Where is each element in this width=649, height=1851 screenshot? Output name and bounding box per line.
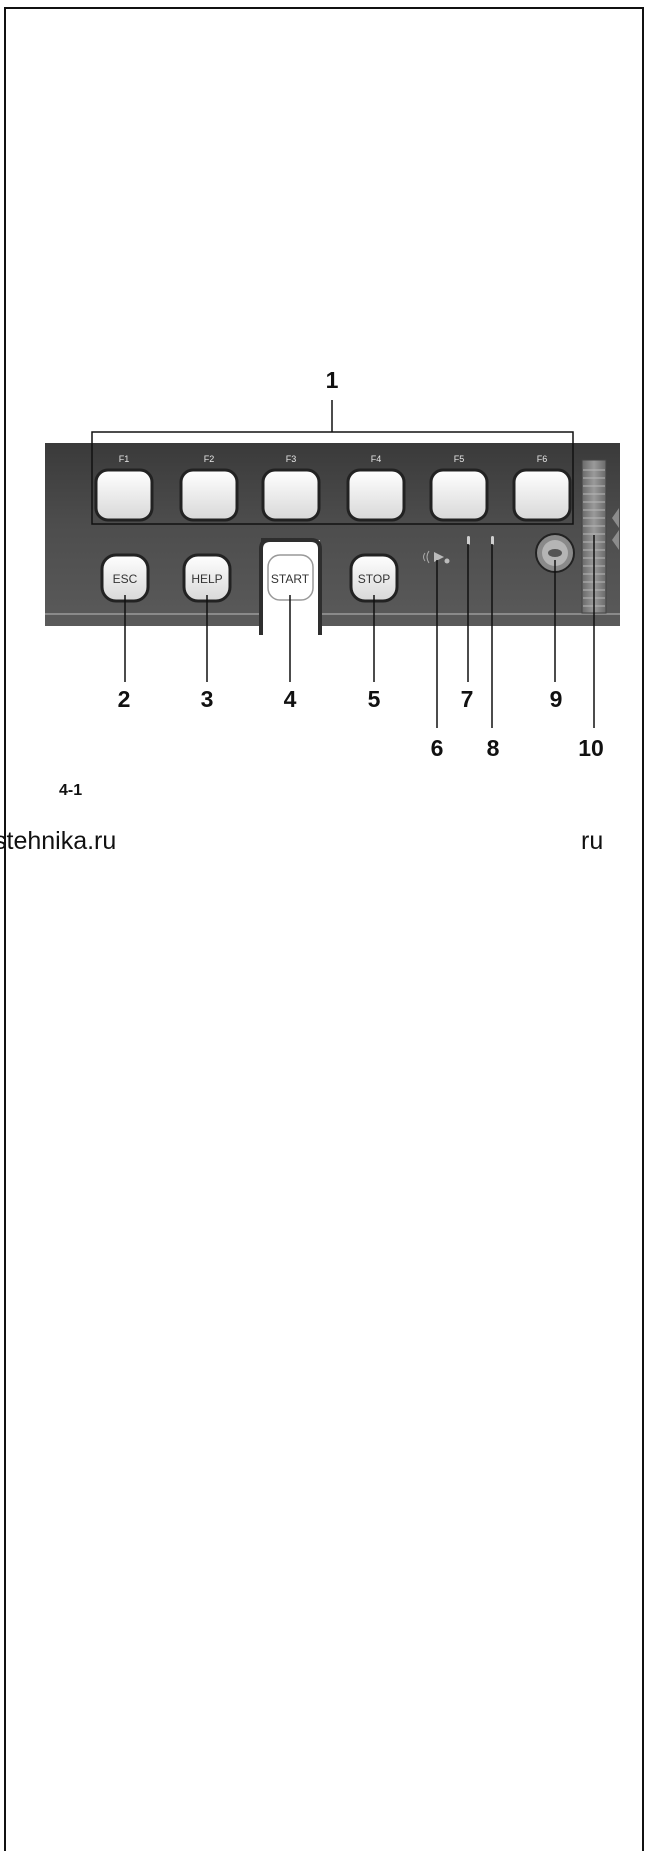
rotary-knob[interactable] xyxy=(535,533,575,573)
f3-label: F3 xyxy=(286,454,297,464)
stop-button[interactable]: STOP xyxy=(349,553,399,603)
slider-up-arrow-icon xyxy=(612,508,619,528)
watermark-left: stehnika.ru xyxy=(0,827,117,855)
sensor-icon xyxy=(423,550,450,564)
callout-3: 3 xyxy=(201,686,214,712)
f6-key[interactable]: F6 xyxy=(512,454,572,522)
callout-2: 2 xyxy=(118,686,131,712)
callout-1: 1 xyxy=(326,367,339,393)
callout-6: 6 xyxy=(431,735,444,761)
help-label: HELP xyxy=(191,572,222,586)
help-button[interactable]: HELP xyxy=(182,553,232,603)
f1-key[interactable]: F1 xyxy=(94,454,154,522)
slider-down-arrow-icon xyxy=(612,530,619,550)
page-frame xyxy=(4,7,644,1851)
led-indicator-1 xyxy=(467,536,470,545)
callout-9: 9 xyxy=(550,686,563,712)
callout-8: 8 xyxy=(487,735,500,761)
start-label: START xyxy=(271,572,310,586)
f4-key[interactable]: F4 xyxy=(346,454,406,522)
callout-10: 10 xyxy=(578,735,604,761)
esc-label: ESC xyxy=(113,572,138,586)
figure-label: 4-1 xyxy=(59,782,83,799)
f2-label: F2 xyxy=(204,454,215,464)
esc-button[interactable]: ESC xyxy=(100,553,150,603)
f3-key[interactable]: F3 xyxy=(261,454,321,522)
start-button[interactable]: START xyxy=(267,554,314,601)
f6-label: F6 xyxy=(537,454,548,464)
callout-4: 4 xyxy=(284,686,297,712)
f2-key[interactable]: F2 xyxy=(179,454,239,522)
function-keys-bracket xyxy=(91,400,574,525)
callout-7: 7 xyxy=(461,686,474,712)
watermark-right: ru xyxy=(581,827,604,855)
function-keys: F1 F2 F3 F4 F5 F6 xyxy=(94,454,572,522)
f1-label: F1 xyxy=(119,454,130,464)
led-indicator-2 xyxy=(491,536,494,545)
f5-label: F5 xyxy=(454,454,465,464)
f4-label: F4 xyxy=(371,454,382,464)
callout-5: 5 xyxy=(368,686,381,712)
f5-key[interactable]: F5 xyxy=(429,454,489,522)
leader-lines xyxy=(124,535,595,728)
stop-label: STOP xyxy=(358,572,390,586)
